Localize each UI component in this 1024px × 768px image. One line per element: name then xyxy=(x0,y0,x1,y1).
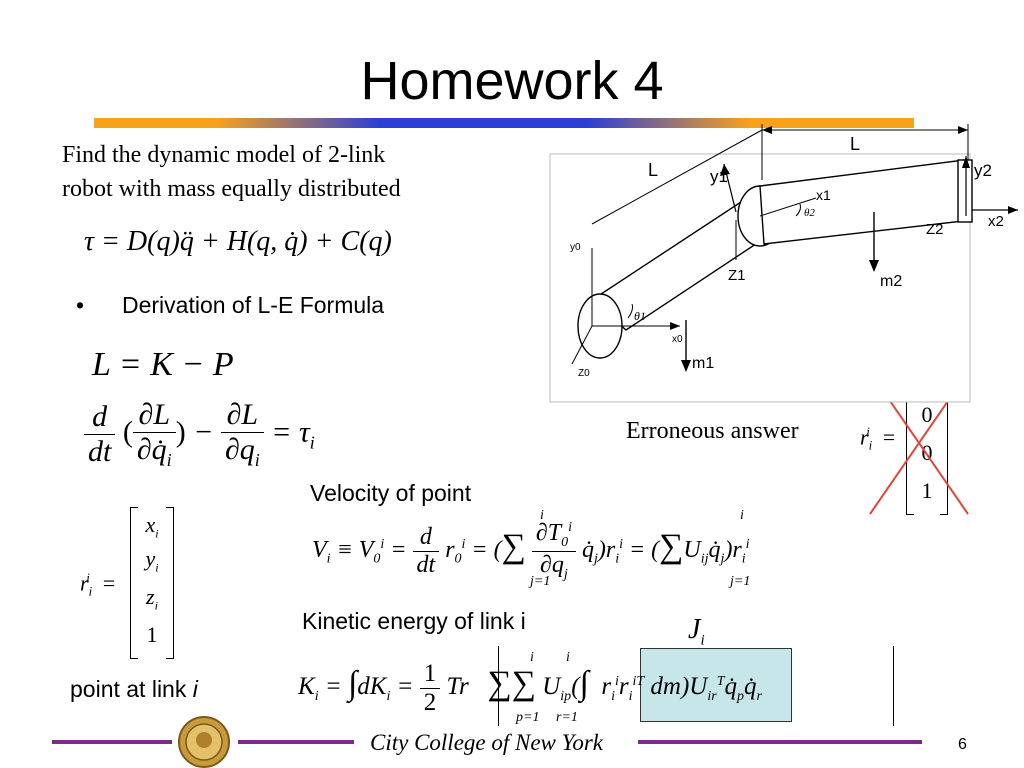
diagram-label-z0: Z0 xyxy=(578,368,590,379)
sum-upper-limit: i xyxy=(540,508,544,523)
intro-line-1: Find the dynamic model of 2-link xyxy=(62,142,386,168)
position-matrix-cell: zi xyxy=(146,584,158,613)
velocity-label: Velocity of point xyxy=(310,480,472,506)
two-link-robot-diagram: L L y1 x1 y2 x2 Z2 Z1 m1 m2 y0 x0 Z0 θ1 … xyxy=(549,124,1018,403)
erroneous-matrix-cell: 0 xyxy=(921,402,933,427)
diagram-label-z1: Z1 xyxy=(728,267,746,284)
position-matrix: xi yi zi 1 xyxy=(130,507,174,659)
diagram-label-y1: y1 xyxy=(710,167,728,186)
sum-lower-limit: p=1 xyxy=(516,710,540,725)
position-matrix-cell: xi xyxy=(145,512,159,541)
intro-text: Find the dynamic model of 2-link robot w… xyxy=(62,138,482,206)
kinetic-energy-label: Kinetic energy of link i xyxy=(302,608,526,634)
footer-divider-left xyxy=(52,740,172,744)
sum-upper-limit: i xyxy=(566,650,570,665)
erroneous-matrix-cell: 1 xyxy=(921,478,933,503)
inertia-highlight-box xyxy=(640,648,792,722)
bullet-text: Derivation of L-E Formula xyxy=(122,292,385,318)
position-matrix-cell: 1 xyxy=(146,622,158,647)
diagram-label-L-left: L xyxy=(648,160,658,180)
diagram-label-x1: x1 xyxy=(816,187,831,203)
bullet-marker: • xyxy=(76,292,85,318)
page-number: 6 xyxy=(958,736,967,753)
title-underline xyxy=(94,118,914,128)
position-matrix-cell: yi xyxy=(145,546,159,575)
sum-lower-limit: j=1 xyxy=(530,574,551,589)
lagrangian-equation: L = K − P xyxy=(92,346,234,383)
erroneous-r-label: rii = xyxy=(860,424,897,453)
footer-divider-middle xyxy=(238,740,354,744)
diagram-label-m1: m1 xyxy=(692,355,714,372)
sum-lower-limit: j=1 xyxy=(730,574,751,589)
dynamic-model-equation: τ = D(q)q̈ + H(q, q̇) + C(q) xyxy=(84,226,392,257)
diagram-label-y0: y0 xyxy=(570,242,581,253)
sum-upper-limit: i xyxy=(740,508,744,523)
diagram-label-x2: x2 xyxy=(988,213,1004,230)
diagram-label-theta2: θ2 xyxy=(804,207,815,219)
footer-college-name: City College of New York xyxy=(370,730,603,755)
diagram-label-y2: y2 xyxy=(974,161,992,180)
j-label: Ji xyxy=(688,614,705,649)
diagram-label-m2: m2 xyxy=(880,273,902,290)
sum-lower-limit: r=1 xyxy=(556,710,578,725)
slide-title: Homework 4 xyxy=(360,51,664,111)
diagram-label-L-top: L xyxy=(850,134,860,154)
college-seal-icon xyxy=(178,716,230,768)
diagram-label-theta1: θ1 xyxy=(634,309,646,323)
diagram-label-x0: x0 xyxy=(672,334,683,345)
diagram-label-z2: Z2 xyxy=(926,221,944,238)
position-r-label: rii = xyxy=(80,570,117,599)
erroneous-answer-label: Erroneous answer xyxy=(626,418,799,444)
point-at-link-label: point at link i xyxy=(70,676,198,702)
erroneous-matrix-cell: 0 xyxy=(921,440,933,465)
footer-divider-right xyxy=(638,740,922,744)
kinetic-bracket xyxy=(498,646,894,726)
intro-line-2: robot with mass equally distributed xyxy=(62,176,401,202)
sum-upper-limit: i xyxy=(530,650,534,665)
